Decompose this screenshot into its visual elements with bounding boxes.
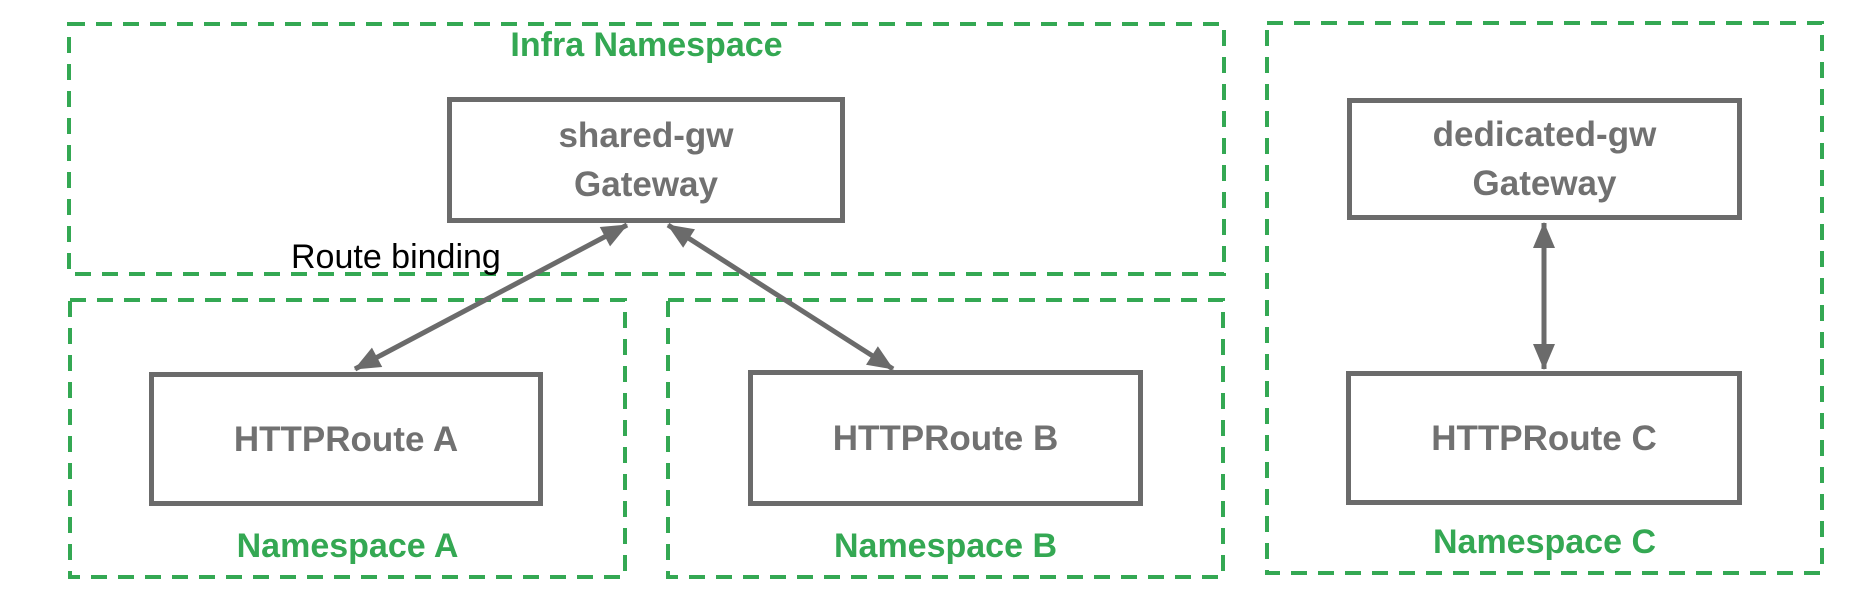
httproute-a-label: HTTPRoute A xyxy=(233,419,459,459)
dedicated-gw-gateway-kind: Gateway xyxy=(1472,164,1617,203)
arrow-httproute-a-to-shared-gw xyxy=(353,222,629,372)
httproute-a-node: HTTPRoute A xyxy=(149,372,543,506)
namespace-c-boundary xyxy=(1265,21,1824,575)
httproute-b-label: HTTPRoute B xyxy=(832,418,1059,458)
namespace-a-label: Namespace A xyxy=(236,527,459,565)
route-binding-label: Route binding xyxy=(291,238,501,276)
namespace-c-label: Namespace C xyxy=(1432,523,1656,561)
shared-gw-gateway-kind: Gateway xyxy=(574,165,718,204)
dedicated-gw-gateway-node: dedicated-gw Gateway xyxy=(1347,98,1742,220)
dedicated-gw-gateway-name: dedicated-gw xyxy=(1432,115,1657,154)
infra-namespace-boundary xyxy=(67,22,1226,276)
infra-namespace-label: Infra Namespace xyxy=(510,26,783,64)
arrow-httproute-b-to-shared-gw xyxy=(666,222,895,372)
httproute-b-node: HTTPRoute B xyxy=(748,370,1143,506)
shared-gw-gateway-name: shared-gw xyxy=(558,116,734,155)
httproute-c-label: HTTPRoute C xyxy=(1431,418,1657,458)
shared-gw-gateway-node: shared-gw Gateway xyxy=(447,97,845,223)
httproute-c-node: HTTPRoute C xyxy=(1346,371,1742,505)
namespace-b-boundary xyxy=(666,298,1225,579)
namespace-b-label: Namespace B xyxy=(833,527,1057,565)
namespace-a-boundary xyxy=(68,298,627,579)
